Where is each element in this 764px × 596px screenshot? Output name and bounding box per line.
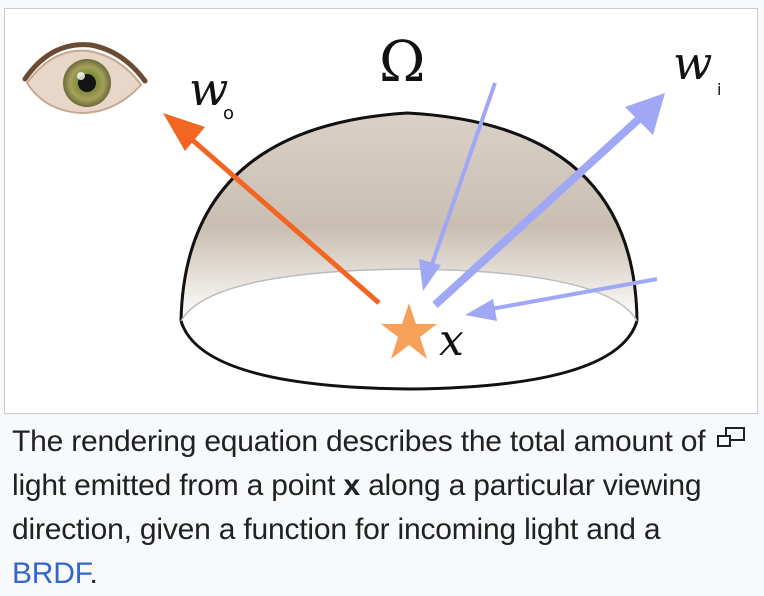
point-x-label: x [439, 315, 464, 366]
brdf-link[interactable]: BRDF [12, 557, 90, 590]
wi-subscript: i [717, 80, 721, 99]
caption-end: . [89, 557, 98, 590]
hemisphere-dome [179, 111, 639, 391]
wo-subscript: o [223, 103, 234, 124]
caption-bold-x: x [343, 469, 360, 502]
wi-label: w [673, 36, 712, 90]
caption-text-2: along a particular viewing direction, gi… [12, 469, 702, 546]
rendering-equation-diagram[interactable]: Ω w o w i x [4, 8, 758, 414]
outgoing-direction-arrow [163, 113, 381, 305]
point-x-star [381, 303, 437, 359]
eye-icon [22, 42, 148, 115]
incoming-light-arrows [419, 82, 665, 321]
figure-caption: The rendering equation describes the tot… [12, 420, 712, 596]
omega-label: Ω [379, 30, 425, 95]
caption-text-1: The rendering equation describes the tot… [12, 425, 706, 502]
enlarge-icon[interactable] [716, 426, 746, 448]
wo-label: w [189, 62, 228, 116]
